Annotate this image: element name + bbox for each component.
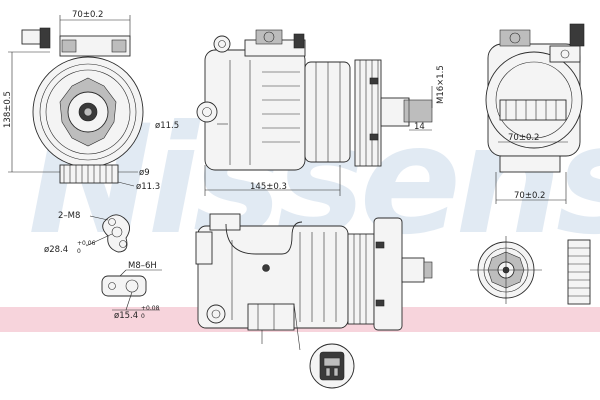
tol-28-4-upper: +0.06 <box>77 240 96 247</box>
dim-dia-9: ø9 <box>139 168 150 178</box>
bottom-compressor-view <box>195 213 433 351</box>
front-view: 70±0.2 138±0.5 ø9 ø11.3 <box>3 10 160 192</box>
pulley-front-view <box>470 236 542 304</box>
dim-port-15-4: ø15.4 <box>114 311 138 321</box>
dim-dia-11-3: ø11.3 <box>136 182 160 192</box>
dim-top-width: 70±0.2 <box>72 10 103 20</box>
port-detail: M8–6H ø15.4 +0.08 0 <box>101 261 162 321</box>
tol-15-4-lower: 0 <box>141 313 145 320</box>
dim-length-145: 145±0.3 <box>250 182 287 192</box>
rear-view: 70±0.2 70±0.2 <box>485 23 585 204</box>
dim-right-70-b: 70±0.2 <box>514 191 545 201</box>
dim-flange-28-4: ø28.4 <box>44 245 68 255</box>
pulley-side <box>354 59 382 167</box>
dim-thread-2m8: 2–M8 <box>58 211 80 221</box>
mounting-ear <box>196 101 218 123</box>
electrical-connector <box>309 343 355 389</box>
dim-hole-11-5: ø11.5 <box>155 121 179 131</box>
side-view: ø11.5 M16×1.5 14 145±0.3 <box>155 29 446 196</box>
dim-thread-m16: M16×1.5 <box>436 65 446 104</box>
flange-detail: 2–M8 ø28.4 +0.06 0 <box>44 211 130 255</box>
tol-28-4-lower: 0 <box>77 248 81 255</box>
dim-shaft-14: 14 <box>414 122 425 132</box>
tol-15-4-upper: +0.08 <box>141 305 160 312</box>
pulley-side-view <box>567 239 591 305</box>
dim-right-70-a: 70±0.2 <box>508 133 539 143</box>
dim-height-left: 138±0.5 <box>3 91 13 128</box>
dim-thread-m8-6h: M8–6H <box>128 261 157 271</box>
